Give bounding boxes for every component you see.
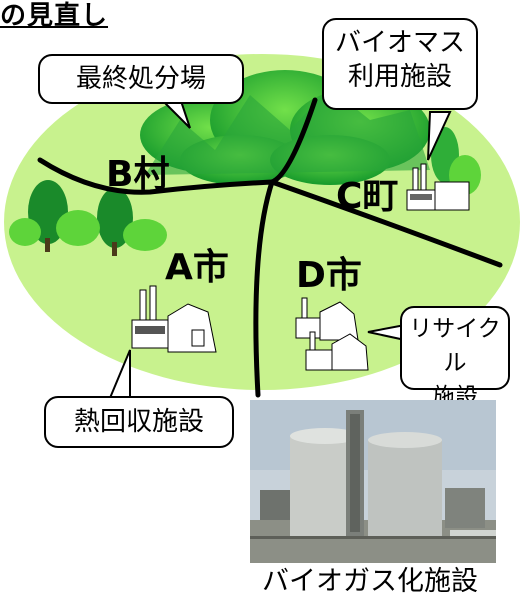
landfill-callout: 最終処分場 — [38, 54, 244, 104]
biomass-callout: バイオマス 利用施設 — [322, 18, 478, 110]
biogas-facility-photo — [250, 400, 496, 563]
heat-recovery-label: 熱回収施設 — [73, 407, 204, 437]
roads — [37, 97, 503, 398]
landfill-label: 最終処分場 — [75, 64, 206, 94]
heat-recovery-callout: 熱回収施設 — [44, 396, 234, 448]
recycle-callout: リサイクル 施設 — [400, 306, 510, 410]
factory-icon — [406, 163, 470, 211]
callout-tail — [427, 111, 452, 161]
d-city-label: D市 — [296, 255, 362, 296]
tree-icon — [9, 180, 167, 256]
b-village-label: B村 — [106, 154, 170, 195]
page-title: の見直し — [0, 1, 109, 31]
factory-icon — [131, 285, 217, 353]
c-town-label: C町 — [336, 176, 399, 217]
biogas-tank-image — [250, 400, 496, 563]
a-city-label: A市 — [165, 247, 229, 288]
biomass-label-line2: 利用施設 — [347, 62, 452, 92]
factory-icon — [295, 297, 369, 371]
biomass-label-line1: バイオマス — [334, 28, 465, 58]
recycle-label-line1: リサイクル — [409, 316, 501, 376]
photo-caption: バイオガス化施設 — [262, 566, 478, 597]
